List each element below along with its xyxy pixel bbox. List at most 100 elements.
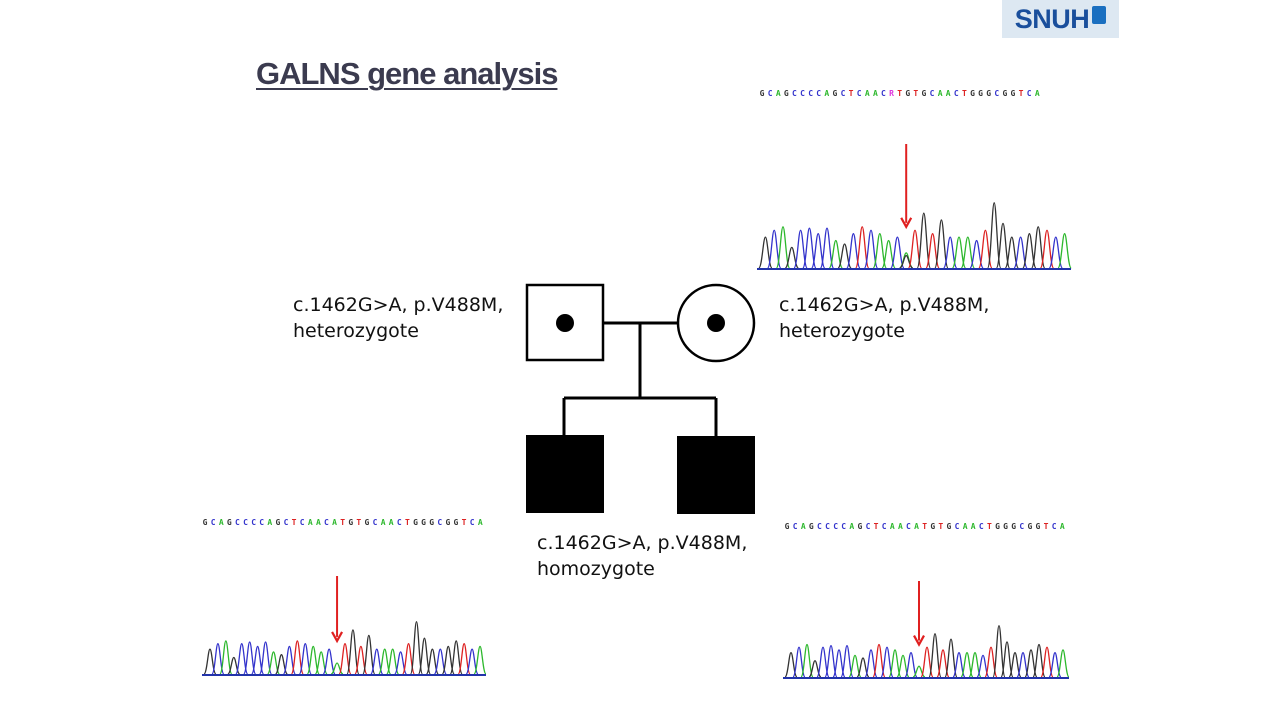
base-letter: A [864,89,870,98]
base-letter: T [848,89,854,98]
base-letter: C [396,518,402,527]
children-label-line1: c.1462G>A, p.V488M, [537,532,748,554]
base-letter: C [372,518,378,527]
base-letter: T [1043,522,1049,531]
base-letter: G [1027,522,1033,531]
base-letter: C [1019,522,1025,531]
base-letter: G [857,522,863,531]
peak-G [837,243,852,269]
base-letter: C [978,522,984,531]
peak-G [758,236,773,269]
base-letter: C [817,522,822,531]
base-letter: G [421,518,426,527]
base-letter: C [210,518,216,527]
base-letter: A [970,522,976,531]
base-letter: T [938,522,944,531]
base-letter: G [759,89,765,98]
peak-C [890,236,905,269]
peak-G [944,638,958,678]
peak-A [219,640,233,675]
base-letter: T [356,518,362,527]
father-genotype-label: c.1462G>A, p.V488M, heterozygote [293,292,503,344]
base-letter: T [961,89,967,98]
mother-carrier-dot [707,314,725,332]
peak-C [819,227,835,269]
base-letter: C [906,522,911,531]
base-letter: A [962,522,968,531]
base-letter: C [994,89,1000,98]
child1-affected-symbol [526,435,604,513]
base-letter: T [913,89,919,98]
base-letter: G [921,89,927,98]
base-letter: A [914,522,919,531]
base-letter: G [445,518,451,527]
mother-chromatogram [757,144,1072,270]
peak-G [928,633,942,678]
base-letter: G [946,522,952,531]
base-letter: G [413,518,418,527]
base-letter: C [469,518,475,527]
peak-G [441,645,455,675]
peak-G [362,634,376,675]
base-letter: C [856,89,862,98]
base-letter: C [324,518,329,527]
base-letter: G [970,89,975,98]
base-letter: C [792,89,797,98]
base-letter: T [461,518,467,527]
base-letter: G [453,518,459,527]
mother-label-line1: c.1462G>A, p.V488M, [779,294,990,316]
base-letter: T [873,522,879,531]
peak-A [912,665,926,678]
base-letter: G [832,89,838,98]
base-letter: C [800,89,805,98]
base-letter: G [1003,522,1008,531]
base-letter: G [1035,522,1041,531]
base-letter: G [930,522,936,531]
base-letter: G [783,89,789,98]
father-carrier-dot [556,314,574,332]
base-letter: C [767,89,773,98]
peak-C [282,645,296,675]
peak-G [1024,649,1038,678]
base-letter: G [1011,522,1017,531]
base-letter: C [792,522,798,531]
base-letter: G [429,518,435,527]
peak-G [986,202,1002,269]
peak-G [934,219,949,269]
base-letter: A [872,89,878,98]
peak-C [976,654,990,678]
base-letter: C [816,89,822,98]
base-letter: G [275,518,281,527]
base-letter: A [388,518,394,527]
base-letter: T [1018,89,1024,98]
peak-G [992,624,1006,678]
peak-A [1057,233,1072,269]
peak-G [1000,641,1014,678]
base-letter: G [1010,89,1016,98]
peak-C [969,239,984,269]
base-letter: G [226,518,232,527]
variant-arrow-head-icon [913,635,925,647]
base-letter: T [291,518,297,527]
base-letter: G [364,518,370,527]
peak-C [864,649,878,678]
base-letter: C [841,522,847,531]
logo-emblem-icon [1092,6,1107,24]
logo-text: SNUH [1014,3,1090,34]
base-letter: G [978,89,983,98]
base-letter: G [905,89,911,98]
base-letter: A [332,518,337,527]
peak-A [800,643,814,678]
peak-G [899,254,914,269]
children-label-line2: homozygote [537,558,655,580]
peak-A [1056,649,1070,678]
peak-C [810,233,826,269]
base-letter: C [954,522,960,531]
peak-G [203,648,217,675]
peak-A [872,233,888,269]
base-letter: C [1051,522,1057,531]
base-letter: C [259,518,265,527]
base-letter: C [953,89,959,98]
